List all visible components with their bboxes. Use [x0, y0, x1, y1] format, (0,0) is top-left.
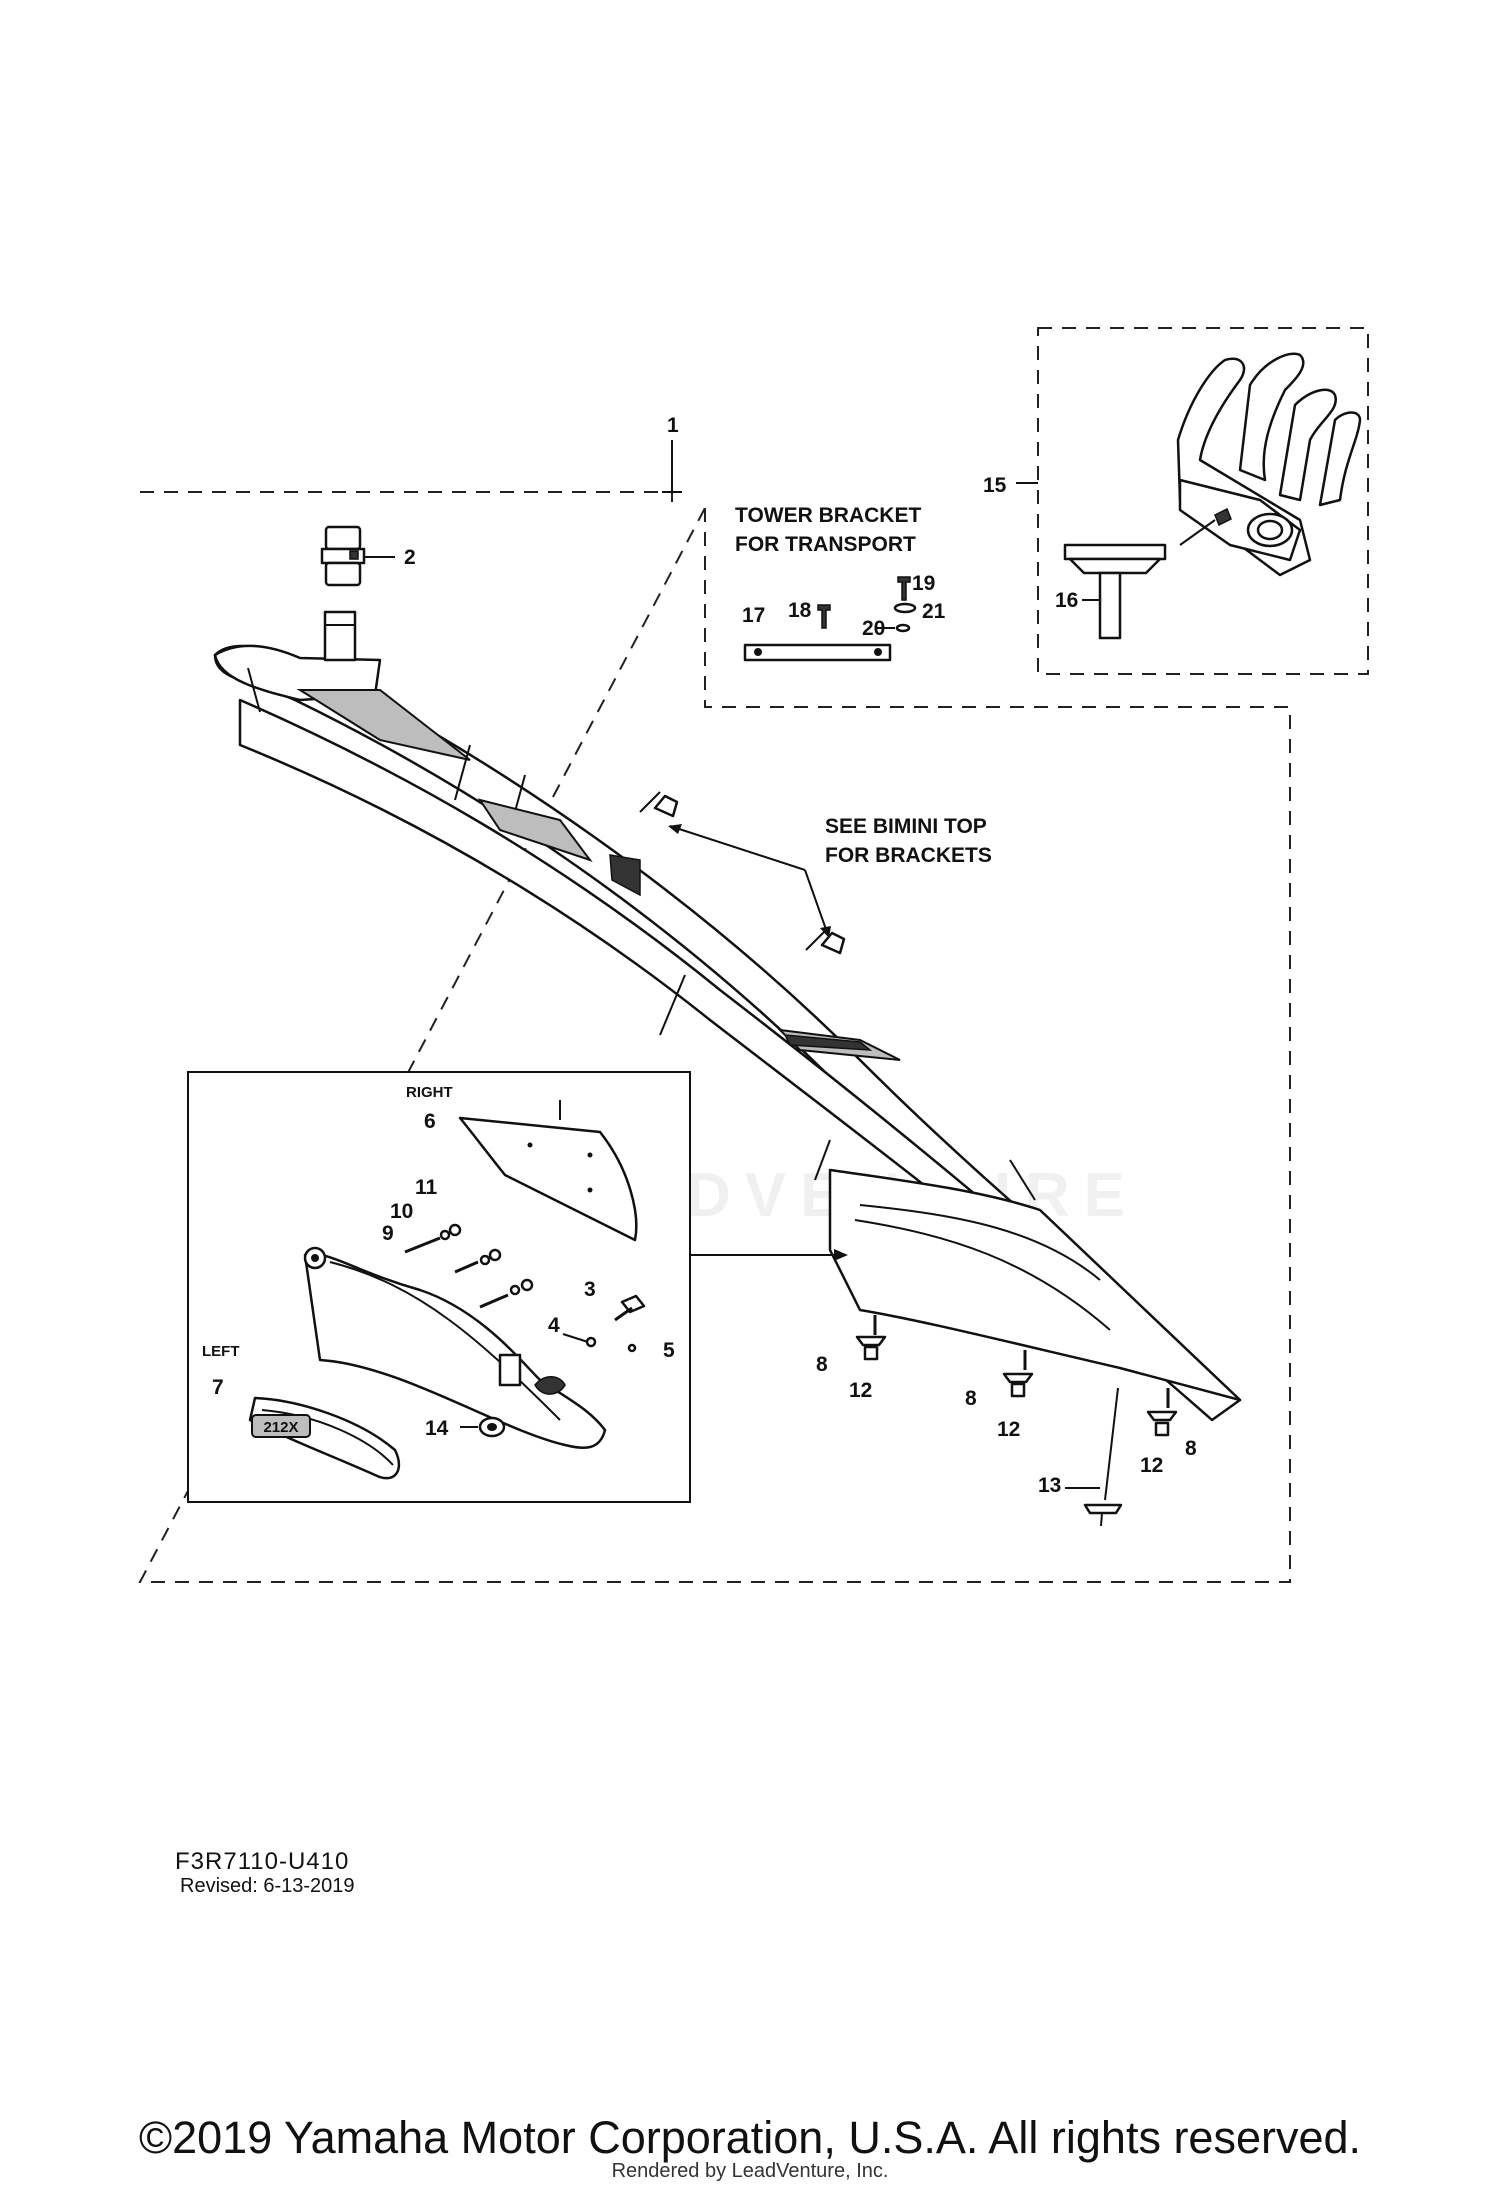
inset-fasteners [404, 1223, 646, 1353]
inset-label-right: RIGHT [406, 1084, 453, 1101]
callout-3: 3 [584, 1278, 596, 1301]
callout-5: 5 [663, 1339, 675, 1362]
revised-date: Revised: 6-13-2019 [180, 1875, 355, 1897]
callout-11: 11 [415, 1176, 438, 1199]
rack-boundary [1037, 327, 1369, 675]
callout-21: 21 [922, 600, 946, 623]
callout-9: 9 [382, 1222, 394, 1245]
callout-7: 7 [212, 1376, 224, 1399]
logo-text: 212X [263, 1419, 298, 1436]
part-15-board-rack [1176, 352, 1362, 577]
note-bimini-2: FOR BRACKETS [825, 844, 992, 867]
callout-14: 14 [425, 1417, 449, 1440]
callout-15: 15 [983, 474, 1007, 497]
part-14-nut [478, 1416, 506, 1438]
part-2-cap [320, 525, 366, 587]
part-6-right-panel [458, 1116, 638, 1242]
note-bimini-1: SEE BIMINI TOP [825, 815, 987, 838]
callout-17: 17 [742, 604, 765, 627]
transport-bracket-parts [743, 576, 917, 662]
note-tower-bracket-1: TOWER BRACKET [735, 504, 921, 527]
callout-10: 10 [390, 1200, 413, 1223]
document-code: F3R7110-U410 [175, 1848, 350, 1875]
note-tower-bracket-2: FOR TRANSPORT [735, 533, 916, 556]
inset-arrow-head [834, 1249, 848, 1261]
callout-18: 18 [788, 599, 812, 622]
mounting-hardware [855, 1315, 1178, 1527]
callout-1: 1 [667, 414, 679, 437]
callout-8c: 8 [1185, 1437, 1197, 1460]
tower-frame [213, 610, 1242, 1422]
callout-6: 6 [424, 1110, 436, 1133]
callout-12c: 12 [1140, 1454, 1163, 1477]
callout-13: 13 [1038, 1474, 1061, 1497]
callout-12a: 12 [849, 1379, 872, 1402]
part-7-left-graphic: 212X [248, 1396, 401, 1480]
callout-19: 19 [912, 572, 935, 595]
copyright-notice: ©2019 Yamaha Motor Corporation, U.S.A. A… [138, 2112, 1362, 2163]
callout-16: 16 [1055, 589, 1078, 612]
part-left-fairing [303, 1246, 607, 1449]
callout-4: 4 [548, 1314, 560, 1337]
callout-8b: 8 [965, 1387, 977, 1410]
callout-20: 20 [862, 617, 885, 640]
part-16-mount-post [1063, 543, 1167, 640]
callout-12b: 12 [997, 1418, 1020, 1441]
inset-label-left: LEFT [202, 1343, 240, 1360]
callout-2: 2 [404, 546, 416, 569]
rendered-by: Rendered by LeadVenture, Inc. [611, 2160, 889, 2182]
bimini-arrows [668, 824, 831, 938]
callout-8a: 8 [816, 1353, 828, 1376]
